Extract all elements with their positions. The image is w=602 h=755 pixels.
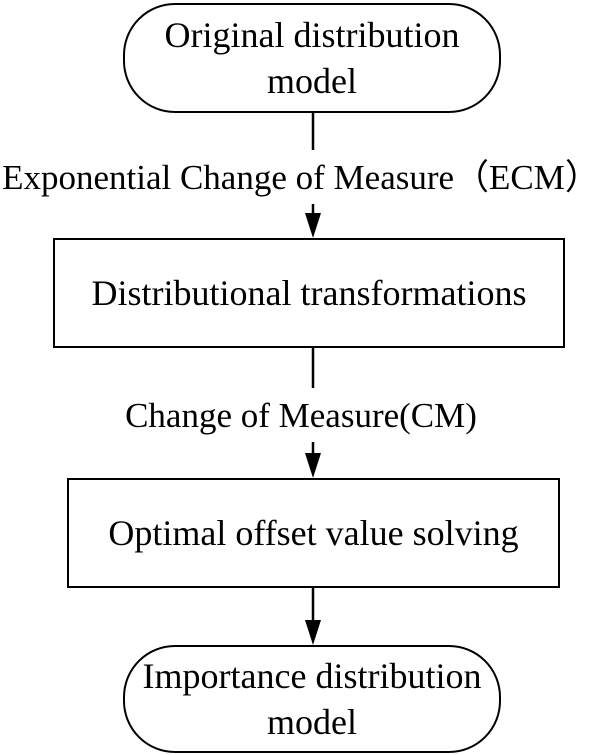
node-distributional-transformations: Distributional transformations [53,238,565,348]
node-importance-distribution-model: Importance distribution model [123,645,501,753]
node-label: Original distribution model [164,15,460,101]
node-label: Optimal offset value solving [108,513,519,553]
node-optimal-offset-value-solving: Optimal offset value solving [67,478,560,588]
arrowhead-step2 [305,453,321,478]
arrowhead-step1 [305,213,321,238]
node-original-distribution-model: Original distribution model [123,3,501,113]
edge-label-cm: Change of Measure(CM) [125,396,477,435]
arrowhead-end [305,620,321,645]
node-label: Importance distribution model [142,656,482,742]
edge-label-ecm: Exponential Change of Measure（ECM） [2,158,600,197]
node-label: Distributional transformations [91,273,527,313]
